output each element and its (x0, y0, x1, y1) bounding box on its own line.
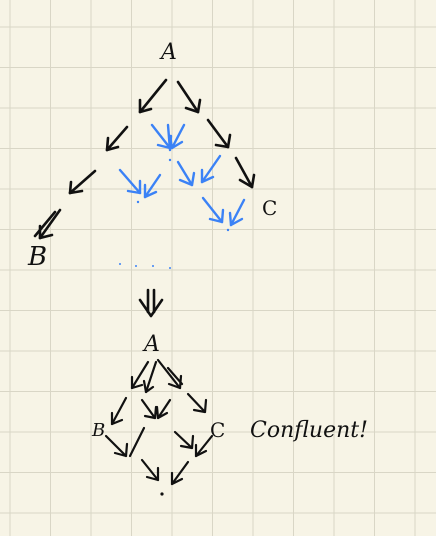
top-node-b: B (28, 242, 48, 272)
top-node-c: C (262, 196, 278, 220)
bottom-node-a: A (144, 332, 160, 357)
top-arrow-a-left (33, 78, 168, 240)
confluent-note: Confluent! (250, 418, 368, 443)
top-node-a: A (161, 40, 177, 65)
double-down-arrow (138, 288, 164, 318)
bottom-node-c: C (210, 418, 226, 442)
top-blue-arrows (118, 123, 246, 269)
bottom-arrows (104, 358, 214, 496)
bottom-node-b: B (92, 420, 106, 441)
top-arrow-a-right (176, 80, 256, 189)
